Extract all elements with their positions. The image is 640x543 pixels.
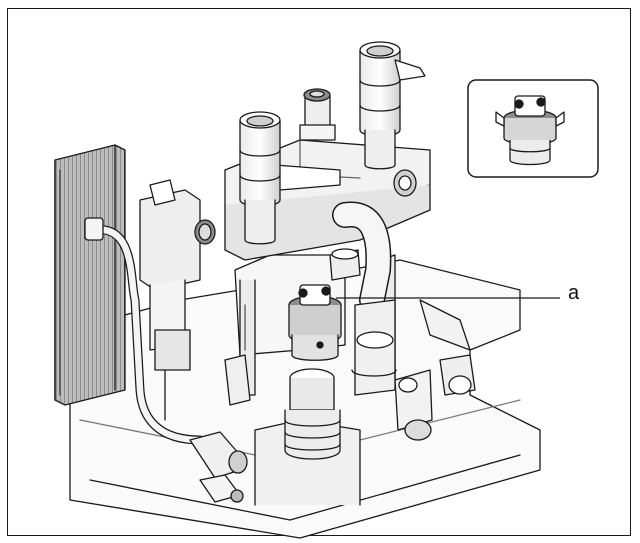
right-top-fitting [360, 42, 425, 169]
left-top-fitting [240, 112, 280, 244]
lower-left-connectors [190, 355, 250, 502]
lower-pump-body [285, 369, 340, 459]
right-lower-fittings [395, 300, 475, 440]
air-vent-detail-icon [496, 96, 564, 165]
inset-detail-box [468, 80, 598, 177]
bent-return-pipe [345, 214, 396, 395]
callout-label-a: a [568, 282, 580, 304]
automatic-air-vent [289, 285, 341, 360]
centre-top-valve [300, 89, 335, 140]
left-valve-block [140, 180, 215, 420]
left-pipe-loop [85, 218, 230, 450]
plate-heat-exchanger [55, 145, 125, 405]
